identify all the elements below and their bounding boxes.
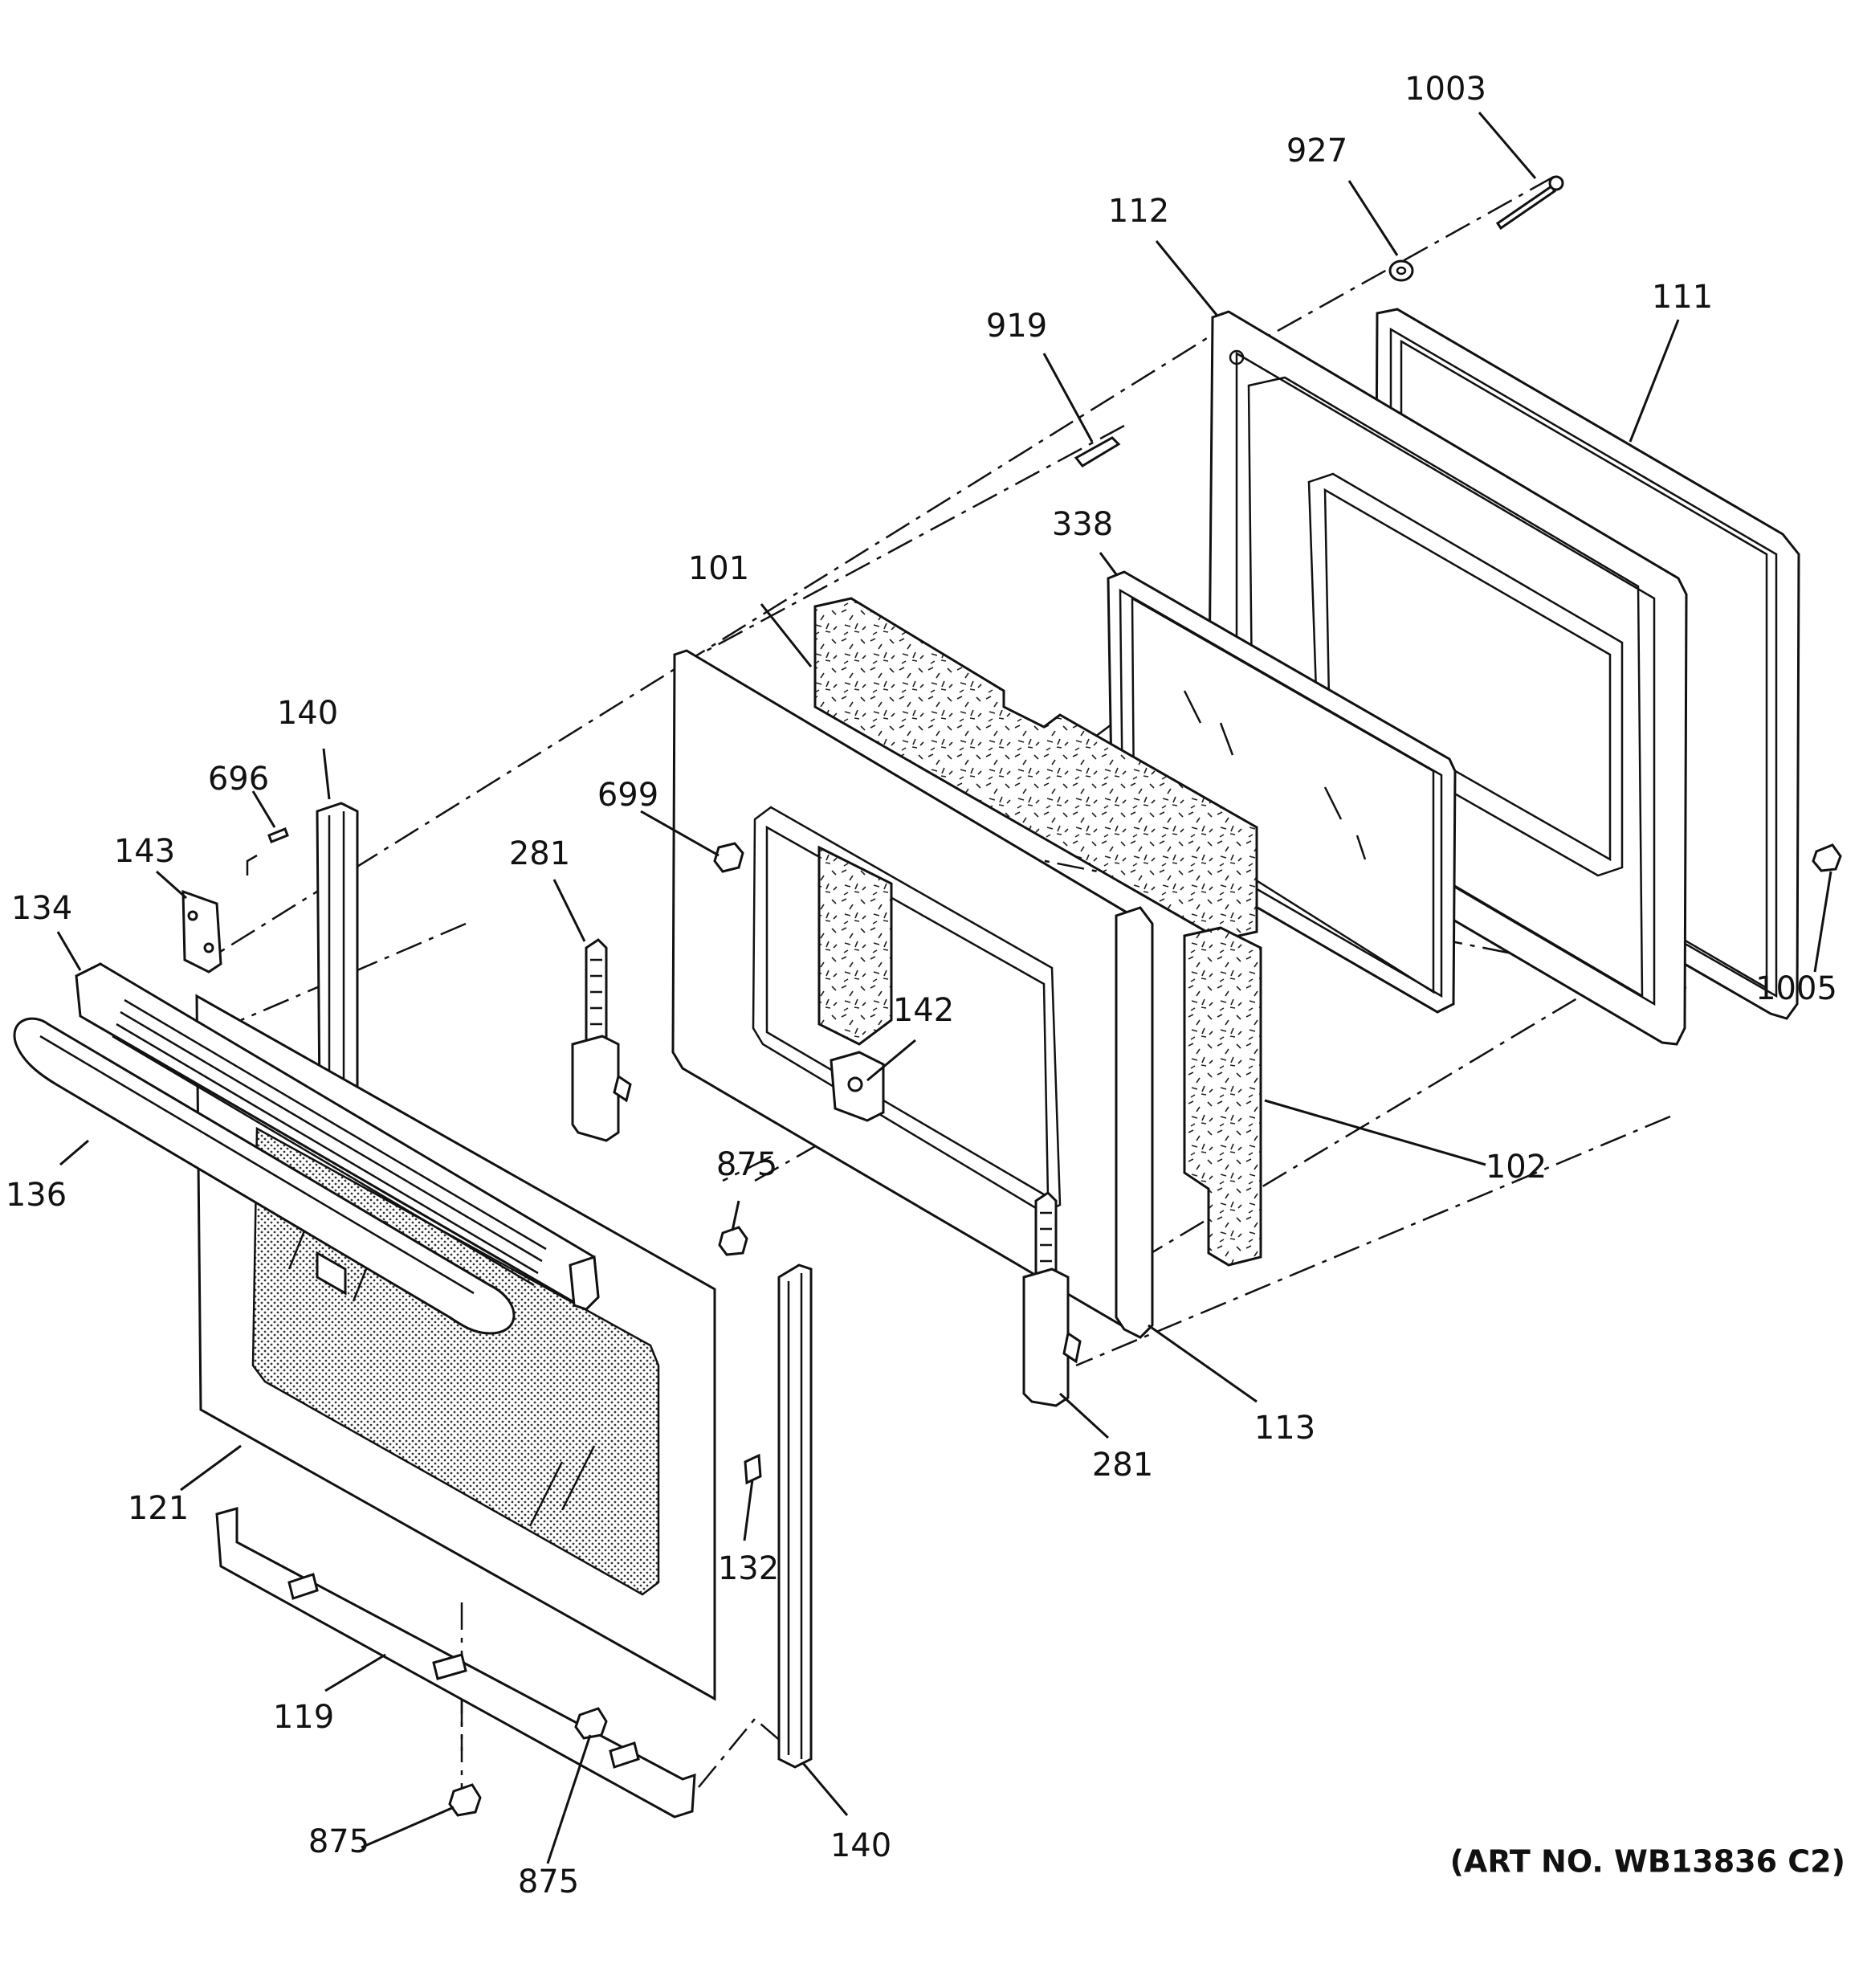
callout-labels: 1003 927 112 111 919 338 101 140 696 699… [6,71,1845,1900]
callout-119: 119 [273,1699,334,1736]
callout-132: 132 [718,1550,779,1587]
callout-1003: 1003 [1404,71,1486,108]
callout-699: 699 [597,777,658,814]
callout-281-right: 281 [1092,1447,1153,1484]
callout-142: 142 [893,992,954,1029]
callout-875-left: 875 [308,1823,369,1860]
screw-875-bottom [574,1707,608,1740]
hinge-281-left [571,938,632,1142]
bolt-1003 [1495,175,1564,231]
insulation-101 [813,597,1258,941]
leader-lines [56,112,1832,1864]
callout-140-top: 140 [277,695,338,732]
insulation-102 [1183,926,1262,1267]
callout-113: 113 [1254,1410,1315,1447]
washer-927 [1388,259,1414,282]
screw-696 [246,827,289,876]
bottom-trim-119 [215,1507,696,1819]
callout-121: 121 [128,1490,189,1527]
handle-136 [13,1017,516,1335]
callout-927: 927 [1286,133,1347,169]
channel-140-bottom [777,1263,813,1769]
hinge-281-right [1022,1191,1082,1407]
callout-112: 112 [1108,193,1169,230]
callout-101: 101 [688,550,749,587]
clip-132 [744,1453,762,1485]
callout-136: 136 [6,1177,67,1214]
screw-699 [713,842,744,873]
callout-111: 111 [1652,279,1713,316]
callout-134: 134 [11,890,72,927]
art-number: (ART NO. WB13836 C2) [1450,1844,1845,1880]
callout-1005: 1005 [1755,970,1837,1007]
vent-trim-134 [75,962,600,1311]
bracket-143 [181,889,222,974]
callout-338: 338 [1052,506,1113,543]
screw-875-mid [718,1226,748,1256]
callout-143: 143 [114,833,175,870]
callout-102: 102 [1486,1149,1547,1186]
screw-875-left [448,1783,482,1817]
glass-pack-338 [1107,570,1457,1014]
callout-875-mid: 875 [716,1146,777,1183]
callout-875-bottom: 875 [518,1863,579,1900]
pin-919 [1074,436,1121,467]
latch-142 [830,1051,885,1122]
callout-281-left: 281 [509,835,570,872]
screw-1005 [1812,843,1842,872]
callout-696: 696 [208,761,269,798]
side-trim-113 [1115,906,1154,1339]
callout-140-bottom: 140 [830,1827,891,1864]
callout-919: 919 [986,308,1047,345]
